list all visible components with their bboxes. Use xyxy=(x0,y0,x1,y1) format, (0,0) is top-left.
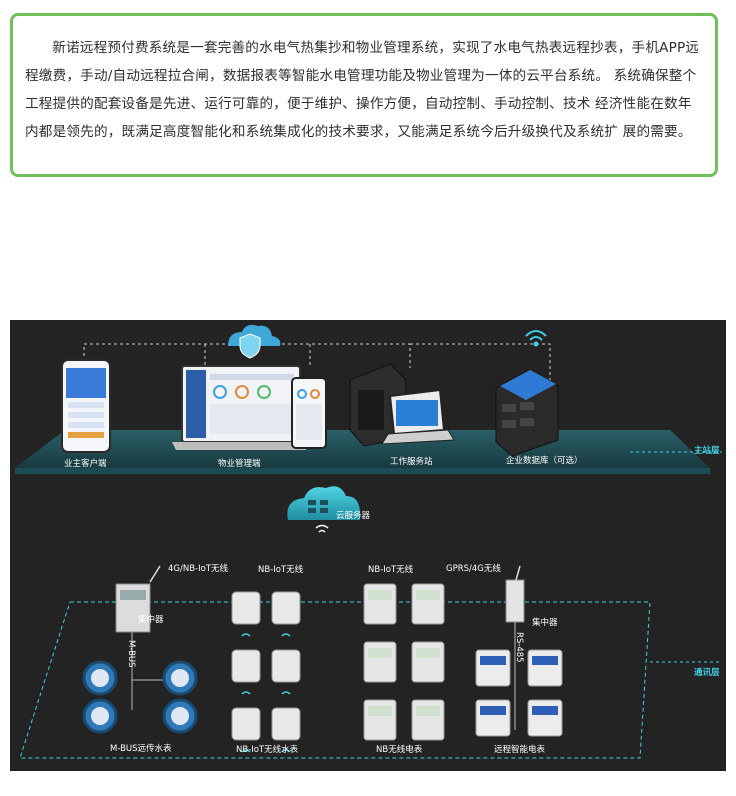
intro-box: 新诺远程预付费系统是一套完善的水电气热集抄和物业管理系统，实现了水电气热表远程抄… xyxy=(10,13,718,177)
label-property-management: 物业管理端 xyxy=(218,459,261,469)
concentrator-2-icon xyxy=(505,565,525,623)
label-work-station: 工作服务站 xyxy=(390,457,433,467)
system-architecture-diagram: 业主客户端 物业管理端 工作服务站 企业数据库（可选） 主站层 云服务器 4G/… xyxy=(10,320,726,771)
nb-electric-meters xyxy=(363,583,445,741)
workstation-icon xyxy=(349,363,455,447)
nb-water-wifi-icons xyxy=(241,633,291,753)
label-nbiot-water-meters: NB-IoT无线水表 xyxy=(236,745,299,755)
intro-text: 新诺远程预付费系统是一套完善的水电气热集抄和物业管理系统，实现了水电气热表远程抄… xyxy=(25,40,700,140)
comm-layer-floor xyxy=(19,601,651,759)
label-concentrator-2: 集中器 xyxy=(532,618,558,628)
label-mbus-water-meters: M-BUS远传水表 xyxy=(110,744,172,754)
label-remote-smart-meters: 远程智能电表 xyxy=(494,745,546,755)
diagram-graphics xyxy=(15,324,722,759)
tablet-icon xyxy=(291,377,327,449)
label-owner-client: 业主客户端 xyxy=(64,459,107,469)
label-rs485: RS-485 xyxy=(514,632,524,663)
label-comm-layer: 通讯层 xyxy=(694,668,720,678)
concentrator-1-icon xyxy=(115,565,161,633)
phone-icon xyxy=(61,359,111,453)
label-nb-electric-meters: NB无线电表 xyxy=(376,745,423,755)
cloud-server-icon xyxy=(287,486,361,533)
cloud-shield-icon xyxy=(228,324,281,359)
label-concentrator-1: 集中器 xyxy=(138,615,164,625)
nb-iot-water-meters xyxy=(231,591,301,741)
label-link-nbiot-1: NB-IoT无线 xyxy=(258,565,304,575)
label-link-nbiot-2: NB-IoT无线 xyxy=(368,565,414,575)
wifi-icon xyxy=(525,330,547,347)
mbus-water-meters xyxy=(82,660,198,734)
label-enterprise-database: 企业数据库（可选） xyxy=(506,456,583,466)
laptop-icon xyxy=(172,365,310,450)
label-link-4g-nbiot: 4G/NB-IoT无线 xyxy=(168,564,229,574)
database-server-icon xyxy=(495,369,559,457)
label-main-station-layer: 主站层 xyxy=(694,446,720,456)
label-cloud-server: 云服务器 xyxy=(336,511,371,521)
label-mbus: M-BUS xyxy=(126,640,136,668)
label-link-gprs-4g: GPRS/4G无线 xyxy=(446,564,501,574)
